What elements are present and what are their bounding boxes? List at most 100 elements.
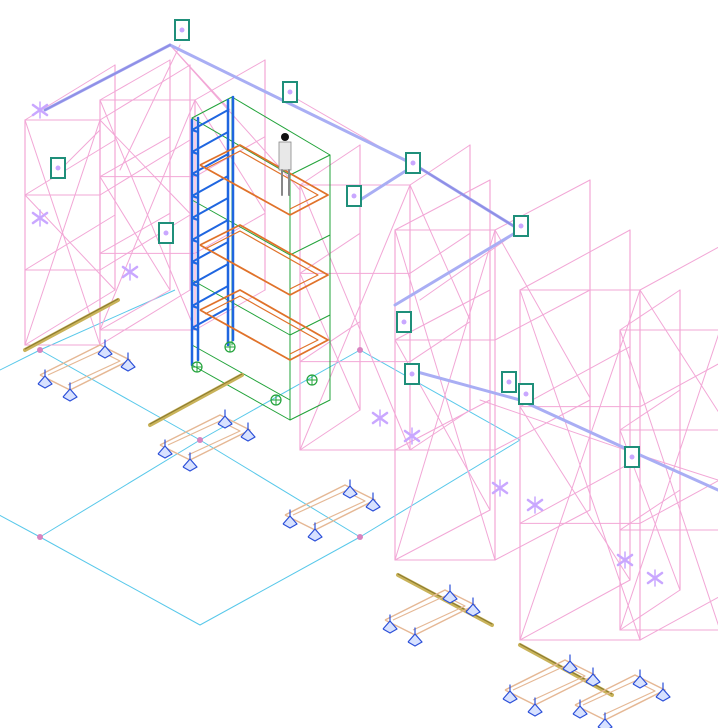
- base-jack-icon: [585, 667, 601, 687]
- transom: [519, 229, 631, 291]
- jack-plate: [240, 428, 256, 442]
- transom: [639, 480, 718, 524]
- jack-plate: [342, 485, 358, 499]
- base-frame-rail: [292, 490, 366, 526]
- base-jack-icon: [37, 369, 53, 389]
- diagonal-brace: [99, 99, 196, 331]
- wall-brackets: [31, 101, 664, 587]
- transom: [409, 409, 471, 451]
- grid-line: [0, 349, 361, 626]
- cage-level: [289, 234, 331, 256]
- base-frame-rail: [392, 595, 466, 631]
- ladder-rung: [191, 263, 229, 285]
- tag-bolt: [506, 379, 512, 385]
- tag-bolt: [287, 89, 293, 95]
- jack-plate: [465, 603, 481, 617]
- node-markers: [37, 347, 363, 540]
- tag-bolt: [401, 319, 407, 325]
- base-jack-icon: [465, 597, 481, 617]
- ladder-rung: [191, 175, 229, 197]
- jack-plate: [585, 673, 601, 687]
- cross-bracket-icon: [403, 427, 421, 445]
- anchor-tag-icon: [50, 157, 66, 179]
- ladder-rung: [191, 261, 199, 265]
- transom: [99, 139, 191, 196]
- base-frame: [572, 669, 671, 728]
- tag-bolt: [518, 223, 524, 229]
- node-marker-icon: [191, 361, 203, 373]
- base-assemblies: [23, 298, 671, 728]
- base-jack-icon: [157, 439, 173, 459]
- base-frame-rail: [47, 350, 121, 386]
- jack-plate: [502, 690, 518, 704]
- ladder-rung: [191, 219, 229, 241]
- jack-plate: [632, 675, 648, 689]
- base-jack-icon: [632, 669, 648, 689]
- ladder-rung: [191, 173, 199, 177]
- scaffold-tower-frames: [24, 44, 718, 641]
- jack-plate: [182, 458, 198, 472]
- jack-plate: [365, 498, 381, 512]
- diagonal-brace: [24, 119, 101, 346]
- base-jack-icon: [62, 382, 78, 402]
- transom: [619, 589, 681, 631]
- transom: [619, 389, 681, 431]
- transom: [99, 59, 171, 101]
- diagonal-brace: [99, 176, 171, 291]
- cross-bracket-icon: [121, 263, 139, 281]
- anchor-tag-icon: [396, 311, 412, 333]
- transom: [409, 321, 471, 363]
- diagonal-brace: [479, 399, 641, 456]
- transom: [99, 289, 171, 331]
- tag-bolt: [629, 454, 635, 460]
- base-frame: [502, 654, 601, 717]
- transom: [299, 409, 361, 451]
- anchor-tag-icon: [346, 185, 362, 207]
- top-beam: [44, 44, 171, 111]
- grid-line: [199, 349, 521, 538]
- tag-bolt: [409, 371, 415, 377]
- ladder-rung: [191, 305, 199, 309]
- top-beams: [43, 43, 718, 492]
- diagonal-brace: [394, 229, 496, 561]
- diagonal-brace: [119, 44, 181, 171]
- transom: [639, 246, 718, 291]
- cage-outline: [191, 96, 331, 421]
- jack-plate: [217, 415, 233, 429]
- ladder-rung: [191, 197, 229, 219]
- diagonal-brace: [494, 229, 591, 399]
- base-jack-icon: [407, 627, 423, 647]
- deck-board: [199, 289, 329, 361]
- anchor-tag-icon: [513, 215, 529, 237]
- base-frame: [382, 584, 481, 647]
- base-jack-icon: [182, 452, 198, 472]
- diagonal-brace: [409, 184, 471, 321]
- base-frame-rail: [167, 420, 241, 456]
- ladder-rung: [191, 307, 229, 329]
- base-jack-icon: [240, 422, 256, 442]
- base-jack-icon: [572, 699, 588, 719]
- tag-bolt: [523, 391, 529, 397]
- ladder-rung: [191, 195, 199, 199]
- cross-bracket-icon: [646, 569, 664, 587]
- anchor-tag-icon: [518, 383, 534, 405]
- transom: [99, 289, 191, 346]
- transom: [99, 136, 171, 178]
- base-jack-icon: [655, 682, 671, 702]
- top-ledger: [168, 43, 417, 167]
- base-jack-icon: [307, 522, 323, 542]
- transom: [24, 139, 116, 196]
- transom: [619, 289, 681, 331]
- base-jack-icon: [597, 712, 613, 728]
- sole-board-edge: [149, 373, 243, 425]
- base-jack-icon: [97, 339, 113, 359]
- transom: [639, 363, 718, 408]
- tag-bolt: [55, 165, 61, 171]
- base-jack-icon: [365, 492, 381, 512]
- cross-bracket-icon: [31, 209, 49, 227]
- base-jack-icon: [217, 409, 233, 429]
- sole-board: [148, 373, 244, 427]
- transom: [194, 59, 266, 101]
